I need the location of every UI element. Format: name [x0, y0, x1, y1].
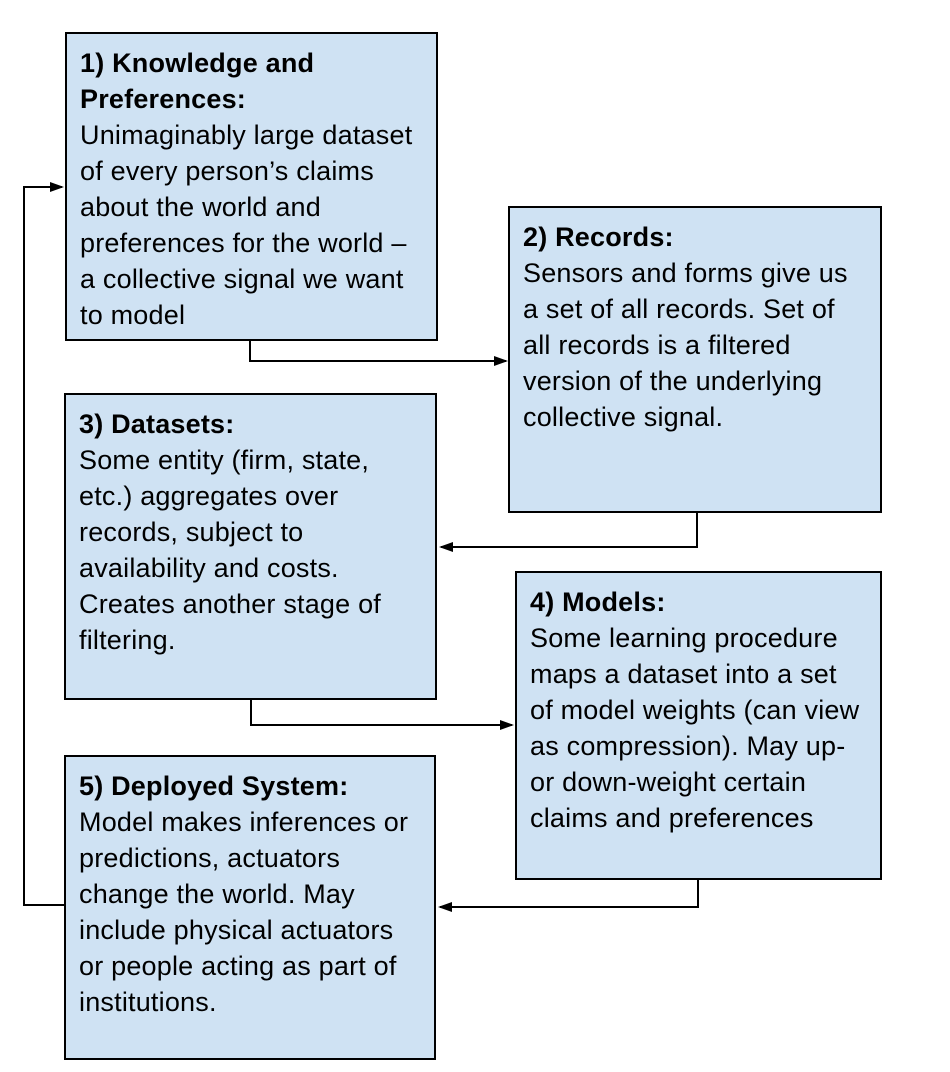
box-records-body: Sensors and forms give us a set of all r… [523, 258, 848, 432]
box-datasets-body: Some entity (firm, state, etc.) aggregat… [79, 445, 381, 655]
box-datasets: 3) Datasets: Some entity (firm, state, e… [64, 393, 437, 700]
box-datasets-title: 3) Datasets: [79, 409, 235, 439]
box-deployed-system-title: 5) Deployed System: [79, 771, 349, 801]
box-models-title: 4) Models: [530, 587, 666, 617]
arrow-records-to-datasets [439, 512, 698, 552]
box-deployed-system: 5) Deployed System: Model makes inferenc… [64, 755, 436, 1060]
arrow-deployed-system-to-knowledge-feedback [23, 182, 65, 906]
box-knowledge-and-preferences: 1) Knowledge and Preferences: Unimaginab… [65, 32, 438, 341]
box-models: 4) Models: Some learning procedure maps … [515, 571, 882, 880]
box-records: 2) Records: Sensors and forms give us a … [508, 206, 882, 513]
box-records-title: 2) Records: [523, 222, 674, 252]
box-knowledge-and-preferences-body: Unimaginably large dataset of every pers… [80, 120, 413, 330]
arrow-knowledge-to-records [249, 340, 508, 366]
arrow-datasets-to-models [250, 699, 514, 730]
box-knowledge-and-preferences-title: 1) Knowledge and Preferences: [80, 48, 315, 114]
box-deployed-system-body: Model makes inferences or predictions, a… [79, 807, 409, 1017]
arrow-models-to-deployed-system [438, 879, 699, 912]
box-models-body: Some learning procedure maps a dataset i… [530, 623, 860, 833]
